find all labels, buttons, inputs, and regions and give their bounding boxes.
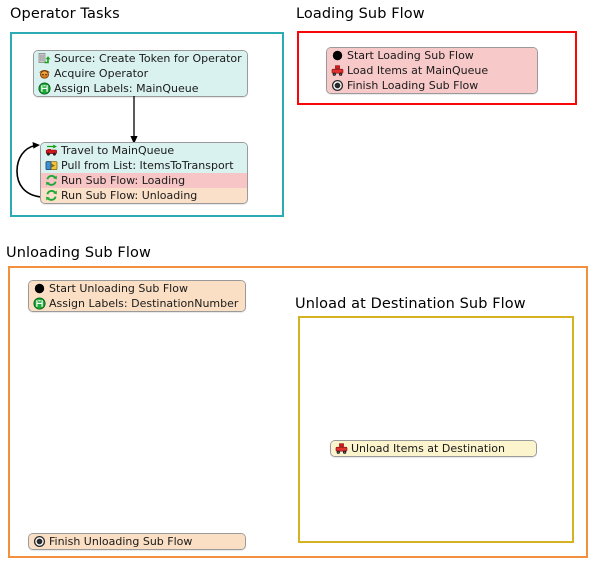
group-title-loading-sub-flow: Loading Sub Flow [296, 6, 425, 22]
block-row[interactable]: Start Loading Sub Flow [327, 48, 537, 63]
block-row-label: Run Sub Flow: Loading [61, 174, 186, 187]
block-row-label: Finish Unloading Sub Flow [49, 535, 193, 548]
finish-icon [331, 79, 344, 92]
group-title-unloading-sub-flow: Unloading Sub Flow [6, 245, 151, 261]
block-row-label: Acquire Operator [54, 67, 149, 80]
block-row[interactable]: Assign Labels: MainQueue [34, 81, 247, 96]
run-sub-flow-icon [45, 189, 58, 202]
block-row[interactable]: Pull from List: ItemsToTransport [41, 158, 247, 173]
block-row-label: Source: Create Token for Operator [54, 52, 242, 65]
block-row-label: Start Loading Sub Flow [347, 49, 474, 62]
block-row[interactable]: Source: Create Token for Operator [34, 51, 247, 66]
block-row[interactable]: Finish Unloading Sub Flow [29, 534, 245, 549]
assign-labels-icon [38, 82, 51, 95]
block-row-label: Travel to MainQueue [61, 144, 175, 157]
group-title-operator-tasks: Operator Tasks [10, 6, 120, 22]
block-row-label: Unload Items at Destination [351, 442, 505, 455]
block-row-label: Load Items at MainQueue [347, 64, 489, 77]
loop-back-arrow [14, 140, 44, 206]
block-row[interactable]: Run Sub Flow: Loading [41, 173, 247, 188]
start-icon [33, 282, 46, 295]
block-unloading-finish[interactable]: Finish Unloading Sub Flow [28, 533, 246, 550]
pull-from-list-icon [45, 159, 58, 172]
assign-labels-icon [33, 297, 46, 310]
finish-icon [33, 535, 46, 548]
unload-items-icon [335, 442, 348, 455]
run-sub-flow-icon [45, 174, 58, 187]
block-row-label: Assign Labels: DestinationNumber [49, 297, 239, 310]
block-row-label: Run Sub Flow: Unloading [61, 189, 198, 202]
block-row-label: Start Unloading Sub Flow [49, 282, 188, 295]
block-row-label: Assign Labels: MainQueue [54, 82, 199, 95]
block-row[interactable]: Assign Labels: DestinationNumber [29, 296, 245, 311]
block-row-label: Pull from List: ItemsToTransport [61, 159, 234, 172]
start-to-loop-arrow [124, 96, 144, 150]
block-row-label: Finish Loading Sub Flow [347, 79, 479, 92]
block-row[interactable]: Finish Loading Sub Flow [327, 78, 537, 93]
block-row[interactable]: Travel to MainQueue [41, 143, 247, 158]
block-operator-start[interactable]: Source: Create Token for Operator Acquir… [33, 50, 248, 97]
load-items-icon [331, 64, 344, 77]
block-row[interactable]: Start Unloading Sub Flow [29, 281, 245, 296]
start-icon [331, 49, 344, 62]
group-box-unload-at-destination-sub-flow [298, 316, 574, 543]
travel-icon [45, 144, 58, 157]
block-row[interactable]: Run Sub Flow: Unloading [41, 188, 247, 203]
block-unload-destination[interactable]: Unload Items at Destination [330, 440, 537, 457]
block-row[interactable]: Load Items at MainQueue [327, 63, 537, 78]
acquire-operator-icon [38, 67, 51, 80]
block-row[interactable]: Acquire Operator [34, 66, 247, 81]
block-operator-loop[interactable]: Travel to MainQueue Pull from List: Item… [40, 142, 248, 204]
block-loading-flow[interactable]: Start Loading Sub Flow Load Items at Mai… [326, 47, 538, 94]
group-title-unload-at-destination-sub-flow: Unload at Destination Sub Flow [295, 296, 526, 312]
block-unloading-start[interactable]: Start Unloading Sub Flow Assign Labels: … [28, 280, 246, 312]
source-token-icon [38, 52, 51, 65]
block-row[interactable]: Unload Items at Destination [331, 441, 536, 456]
